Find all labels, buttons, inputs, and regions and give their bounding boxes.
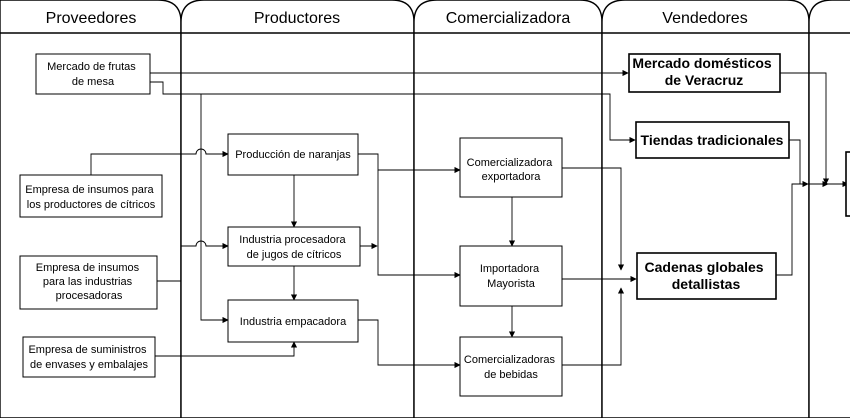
lane-title-vendedores: Vendedores — [662, 10, 747, 27]
arrow-produccion-to-exportadora — [358, 153, 461, 174]
lane-productores: Productores — [180, 0, 415, 418]
arrow-frutas-to-tiendas — [150, 81, 636, 144]
node-cadenas-globales: Cadenas globales detallistas — [636, 252, 777, 300]
node-industria-procesadora: Industria procesadora de jugos de cítric… — [227, 226, 361, 267]
arrow-procesadora-to-importadora — [377, 170, 461, 279]
node-comercializadoras-bebidas: Comercializadoras de bebidas — [459, 336, 563, 397]
node-mercado-domesticos: Mercado domésticos de Veracruz — [628, 53, 781, 93]
lane-vendedores: Vendedores — [601, 0, 810, 418]
arrow-domesticos-to-consumer — [780, 72, 830, 185]
arrow-empacadora-to-bebidas — [358, 319, 461, 369]
lane-title-comercializadora: Comercializadora — [446, 10, 571, 27]
node-text-importadora-mayorista: Importadora Mayorista — [480, 263, 542, 290]
node-suministros-envases: Empresa de suministros de envases y emba… — [22, 336, 156, 378]
node-insumos-industrias: Empresa de insumos para las industrias p… — [19, 255, 158, 310]
node-consumer-partial — [845, 151, 850, 217]
node-text-cadenas-globales: Cadenas globales detallistas — [645, 259, 768, 292]
node-text-mercado-frutas: Mercado de frutas de mesa — [47, 61, 139, 88]
arrow-exportadora-collector — [562, 167, 625, 271]
node-text-comercializadoras-bebidas: Comercializadoras de bebidas — [464, 354, 558, 381]
lane-title-proveedores: Proveedores — [46, 10, 137, 27]
node-importadora-mayorista: Importadora Mayorista — [459, 245, 563, 307]
node-text-insumos-industrias: Empresa de insumos para las industrias p… — [36, 262, 142, 302]
node-text-mercado-domesticos: Mercado domésticos de Veracruz — [632, 55, 775, 88]
node-text-produccion-naranjas: Producción de naranjas — [235, 149, 351, 161]
arrow-envases-to-empacadora — [155, 341, 298, 357]
lane-title-productores: Productores — [254, 10, 340, 27]
node-text-industria-procesadora: Industria procesadora de jugos de cítric… — [239, 234, 348, 261]
arrow-bebidas-collector — [562, 287, 625, 366]
node-industria-empacadora: Industria empacadora — [227, 299, 359, 343]
node-produccion-naranjas: Producción de naranjas — [227, 133, 359, 176]
node-tiendas-tradicionales: Tiendas tradicionales — [635, 121, 790, 159]
node-text-comercializadora-exportadora: Comercializadora exportadora — [467, 157, 556, 183]
node-text-tiendas-tradicionales: Tiendas tradicionales — [641, 132, 784, 148]
lane-consumidores — [808, 0, 850, 418]
arrow-tiendas-to-consumer — [789, 139, 829, 188]
arrow-bus-to-empacadora — [200, 94, 229, 324]
node-comercializadora-exportadora: Comercializadora exportadora — [459, 137, 563, 198]
node-text-insumos-productores: Empresa de insumos para los productores … — [25, 184, 156, 211]
node-text-industria-empacadora: Industria empacadora — [240, 316, 347, 328]
arrow-insumos-to-procesadora — [157, 240, 229, 282]
lane-comercializadora: Comercializadora — [413, 0, 603, 418]
arrow-insumos-to-produccion — [90, 148, 229, 175]
node-mercado-frutas: Mercado de frutas de mesa — [35, 53, 151, 95]
connectors — [90, 69, 849, 369]
node-insumos-productores: Empresa de insumos para los productores … — [19, 174, 163, 218]
arrow-cadenas-to-consumer — [776, 180, 809, 276]
node-text-suministros-envases: Empresa de suministros de envases y emba… — [28, 344, 149, 371]
